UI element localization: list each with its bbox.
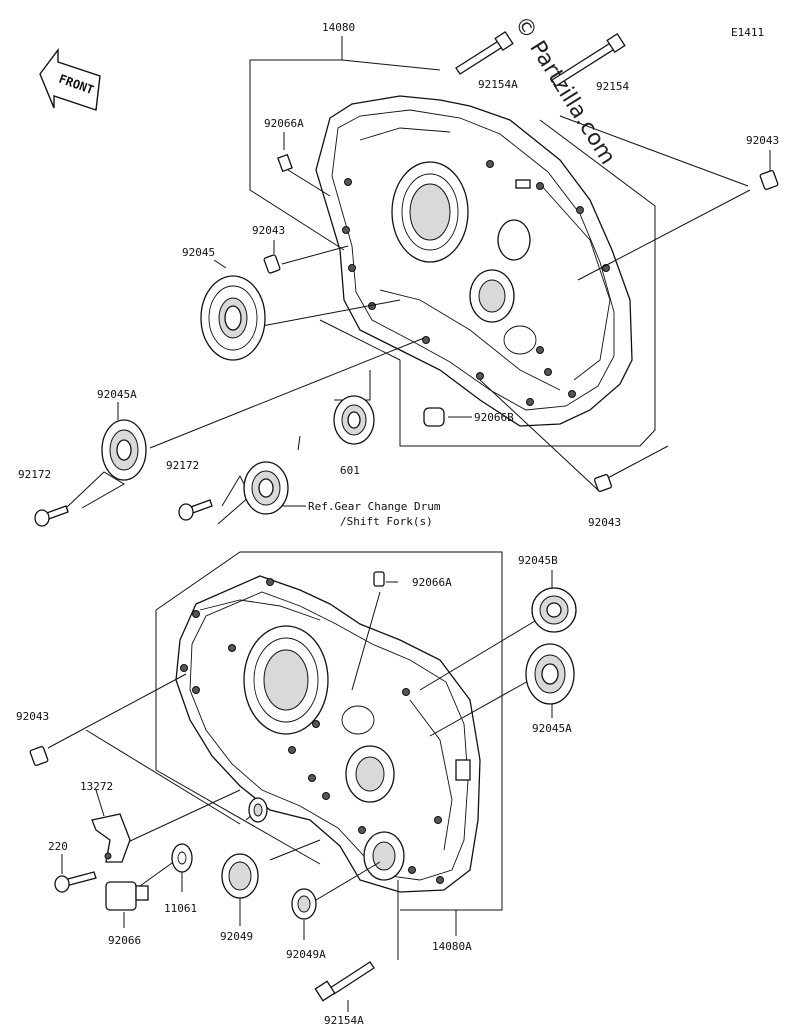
label-92049: 92049 (220, 930, 253, 943)
dowel-92066B (423, 407, 445, 427)
label-92045A-top: 92045A (97, 388, 137, 401)
plug-92066 (105, 881, 149, 911)
label-92045B: 92045B (518, 554, 558, 567)
label-92043-low: 92043 (16, 710, 49, 723)
label-92154-top: 92154 (596, 80, 629, 93)
bearing-601-ref (243, 461, 289, 515)
label-92172-left: 92172 (18, 468, 51, 481)
label-92066A-low: 92066A (412, 576, 452, 589)
label-92043-lowright: 92043 (588, 516, 621, 529)
bearing-92045 (200, 275, 266, 361)
bearing-92045A-low (525, 643, 575, 705)
label-92043-right: 92043 (746, 134, 779, 147)
bolt-92172-mid (178, 499, 213, 521)
dowel-92066A-low (373, 571, 385, 587)
upper-crankcase-14080 (315, 95, 633, 427)
bolt-92154A-bottom (314, 961, 375, 1002)
label-92066B: 92066B (474, 411, 514, 424)
bearing-601 (333, 395, 375, 445)
label-11061: 11061 (164, 902, 197, 915)
bolt-92172-left (34, 505, 69, 527)
figure-code: E1411 (731, 26, 764, 39)
bearing-92045B (531, 587, 577, 633)
label-601: 601 (340, 464, 360, 477)
label-92172-mid: 92172 (166, 459, 199, 472)
label-92066A-top: 92066A (264, 117, 304, 130)
label-92154A-bottom: 92154A (324, 1014, 364, 1027)
bolt-220 (54, 871, 97, 893)
dowel-92066A-top (277, 153, 293, 173)
lower-crankcase-14080A (175, 575, 481, 893)
sensor-13272 (91, 813, 131, 863)
label-14080: 14080 (322, 21, 355, 34)
bolt-92154A-top (455, 30, 514, 75)
label-220: 220 (48, 840, 68, 853)
upper-callout-lines (65, 36, 771, 525)
washer-11061 (171, 843, 193, 873)
label-92049A: 92049A (286, 948, 326, 961)
oil-seal-92049 (221, 853, 259, 899)
label-14080A: 14080A (432, 940, 472, 953)
label-92043-left: 92043 (252, 224, 285, 237)
dowel-92043-low (29, 746, 49, 766)
oil-seal-92049A (291, 888, 317, 920)
bolt-92154-top (551, 32, 626, 87)
front-arrow-icon: FRONT (39, 47, 101, 111)
ref-note-line1: Ref.Gear Change Drum (308, 500, 441, 513)
bearing-92045A-top (101, 419, 147, 481)
dowel-92043-left (263, 254, 281, 274)
label-92045: 92045 (182, 246, 215, 259)
label-92045A-low: 92045A (532, 722, 572, 735)
label-13272: 13272 (80, 780, 113, 793)
lower-callout-lines (47, 551, 553, 1012)
dowel-92043-right (759, 170, 779, 190)
label-92066: 92066 (108, 934, 141, 947)
oil-seal-crankcase (248, 797, 268, 823)
ref-note-line2: /Shift Fork(s) (340, 515, 433, 528)
label-92154A-top: 92154A (478, 78, 518, 91)
dowel-92043-lowright (593, 473, 613, 493)
